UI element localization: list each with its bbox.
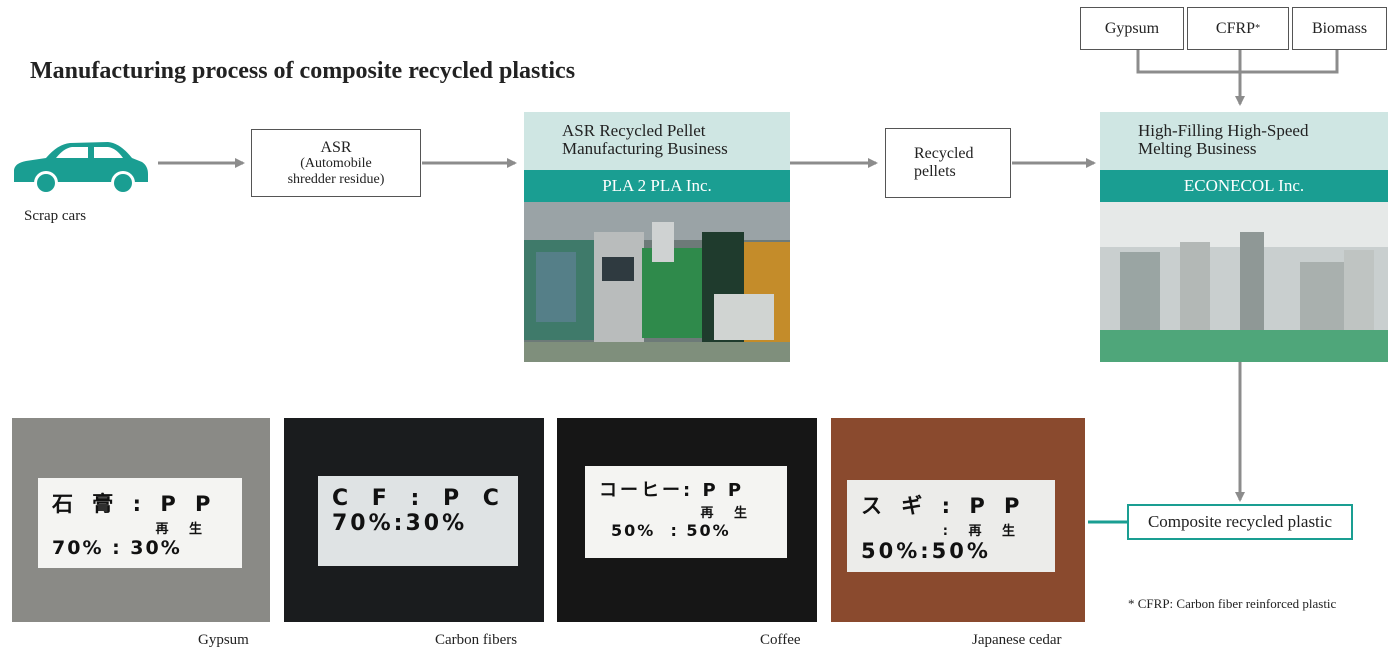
recycled-pellets-box: Recycled pellets: [885, 128, 1011, 198]
asr-sub1: (Automobile: [300, 156, 372, 172]
sample-label-line2: 再 生: [700, 506, 755, 521]
sample-label-line2: : 再 生: [942, 524, 1023, 539]
car-icon: [14, 142, 148, 195]
sample-photo-carbon-fibers: C F : P C 70%:30%: [284, 418, 544, 622]
asr-label: ASR: [320, 138, 352, 156]
cfrp-footnote-mark: *: [1255, 23, 1261, 34]
sample-label-carbon-fibers: C F : P C 70%:30%: [318, 476, 518, 566]
gypsum-input-box: Gypsum: [1080, 7, 1184, 50]
business1-header: ASR Recycled Pellet Manufacturing Busine…: [524, 112, 790, 170]
composite-recycled-plastic-box: Composite recycled plastic: [1127, 504, 1353, 540]
business1-head-line2: Manufacturing Business: [562, 138, 728, 158]
sample-caption-japanese-cedar: Japanese cedar: [972, 632, 1062, 648]
business2-header: High-Filling High-Speed Melting Business: [1100, 112, 1388, 170]
sample-label-coffee: コーヒー: P P 再 生 50% : 50%: [585, 466, 787, 558]
business2-company: ECONECOL Inc.: [1100, 170, 1388, 202]
sample-label-line2: 再 生: [155, 522, 210, 537]
sample-label-line3: 70% : 30%: [52, 537, 182, 559]
sample-label-line1: C F : P C: [332, 486, 507, 511]
business1-company: PLA 2 PLA Inc.: [524, 170, 790, 202]
asr-sub2: shredder residue): [287, 171, 385, 187]
sample-photo-gypsum: 石 膏 : P P 再 生 70% : 30%: [12, 418, 270, 622]
cfrp-footnote: * CFRP: Carbon fiber reinforced plastic: [1128, 596, 1337, 611]
business1-head-line1: ASR Recycled Pellet: [562, 121, 706, 140]
sample-label-line1: 石 膏 : P P: [52, 492, 217, 516]
page-title: Manufacturing process of composite recyc…: [30, 58, 576, 84]
sample-photo-japanese-cedar: ス ギ : P P : 再 生 50%:50%: [831, 418, 1085, 622]
business2-head-line2: Melting Business: [1138, 138, 1257, 158]
sample-label-line1: コーヒー: P P: [599, 480, 745, 501]
business2-factory-photo: [1100, 202, 1388, 362]
sample-label-line3: 70%:30%: [332, 511, 468, 536]
business1-factory-photo: [524, 202, 790, 362]
sample-photo-coffee: コーヒー: P P 再 生 50% : 50%: [557, 418, 817, 622]
cfrp-label: CFRP: [1215, 19, 1256, 37]
sample-caption-coffee: Coffee: [760, 632, 801, 648]
pellets-line1: Recycled: [914, 145, 974, 163]
scrap-cars-caption: Scrap cars: [24, 208, 87, 224]
business2-head-line1: High-Filling High-Speed: [1138, 121, 1309, 140]
sample-label-line3: 50%:50%: [861, 539, 991, 563]
sample-label-gypsum: 石 膏 : P P 再 生 70% : 30%: [38, 478, 242, 568]
asr-box: ASR (Automobile shredder residue): [251, 129, 421, 197]
cfrp-input-box: CFRP*: [1187, 7, 1289, 50]
sample-label-line3: 50% : 50%: [611, 521, 731, 540]
sample-caption-carbon-fibers: Carbon fibers: [435, 632, 518, 648]
inputs-bracket: [1136, 50, 1339, 74]
biomass-input-box: Biomass: [1292, 7, 1387, 50]
sample-caption-gypsum: Gypsum: [198, 632, 249, 648]
sample-label-japanese-cedar: ス ギ : P P : 再 生 50%:50%: [847, 480, 1055, 572]
sample-label-line1: ス ギ : P P: [861, 494, 1026, 518]
pellets-line2: pellets: [914, 163, 956, 180]
